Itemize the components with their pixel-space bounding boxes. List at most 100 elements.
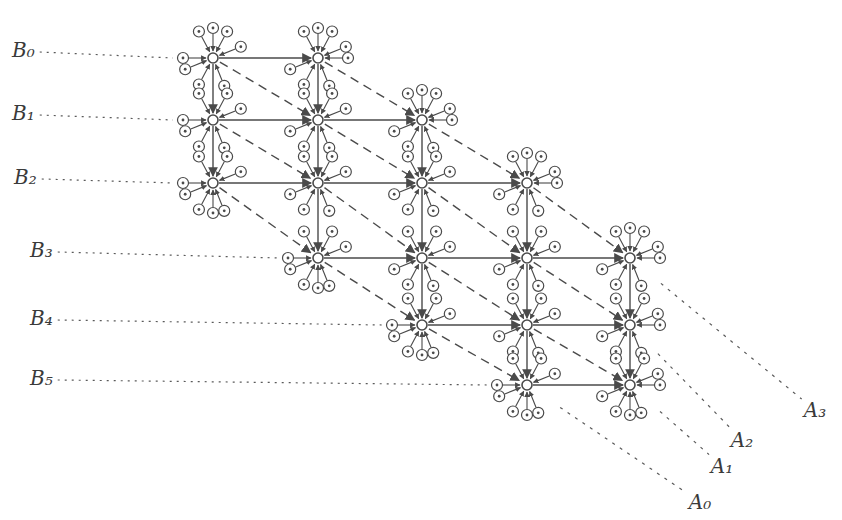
spoke-arrow xyxy=(321,237,329,252)
loop-dot xyxy=(407,145,410,148)
loop-circle xyxy=(193,151,204,162)
lattice-point xyxy=(625,380,635,390)
loop-dot xyxy=(512,283,515,286)
loop-circle xyxy=(610,279,621,290)
spoke-arrow xyxy=(191,186,207,192)
spoke-arrow xyxy=(411,189,419,204)
loop-circle xyxy=(507,353,518,364)
spoke-arrow xyxy=(608,328,624,334)
loop-dot xyxy=(512,155,515,158)
spoke-arrow xyxy=(425,237,433,252)
loop-dot xyxy=(659,257,662,260)
loop-dot xyxy=(512,297,515,300)
dotted-leader xyxy=(58,380,487,385)
spoke-arrow xyxy=(619,331,627,346)
loop-circle xyxy=(639,226,650,237)
spoke-arrow xyxy=(202,99,210,114)
vertical-arrow xyxy=(421,126,422,176)
loop-circle xyxy=(298,204,309,215)
loop-circle xyxy=(324,205,335,216)
spoke-arrow xyxy=(296,61,312,67)
spoke-arrow xyxy=(317,265,318,282)
horizontal-arrow xyxy=(533,384,623,385)
loop-dot xyxy=(289,193,292,196)
loop-dot xyxy=(212,27,215,30)
loop-circle xyxy=(235,103,246,114)
leader-lines xyxy=(40,52,802,492)
lattice-points xyxy=(208,53,635,390)
horizontal-arrow xyxy=(428,324,520,325)
loop-circle xyxy=(428,205,439,216)
vertical-arrow xyxy=(421,264,422,318)
loop-circle xyxy=(428,280,439,291)
loop-circle xyxy=(340,103,351,114)
spoke-arrow xyxy=(619,237,627,252)
loop-circle xyxy=(507,279,518,290)
spoke-arrow xyxy=(219,49,235,55)
lattice-point xyxy=(522,253,532,263)
loop-circle xyxy=(533,407,544,418)
loop-dot xyxy=(303,83,306,86)
loop-dot xyxy=(537,209,540,212)
diagonal-arrow xyxy=(325,262,415,320)
loop-circle xyxy=(610,226,621,237)
spoke-arrow xyxy=(400,123,416,129)
loop-circle xyxy=(340,241,351,252)
spoke-arrow xyxy=(636,249,652,255)
lattice-point xyxy=(208,115,218,125)
loop-circle xyxy=(313,23,324,34)
spoke-arrow xyxy=(294,257,311,258)
loop-dot xyxy=(448,245,451,248)
loop-dot xyxy=(289,68,292,71)
spoke-arrow xyxy=(619,304,627,319)
loop-circle xyxy=(327,151,338,162)
lattice-point xyxy=(313,115,323,125)
loop-dot xyxy=(496,384,499,387)
loop-circle xyxy=(625,410,636,421)
dotted-leader xyxy=(58,320,382,325)
loop-dot xyxy=(239,170,242,173)
spoke-arrow xyxy=(307,99,315,114)
loop-dot xyxy=(328,84,331,87)
spoke-arrow xyxy=(398,324,415,325)
loop-circle xyxy=(180,126,191,137)
spoke-arrow xyxy=(189,119,206,120)
spoke-arrow xyxy=(202,64,210,79)
loop-dot xyxy=(659,324,662,327)
spoke-arrow xyxy=(400,261,416,267)
spoke-arrow xyxy=(636,376,652,382)
vertical-arrow xyxy=(317,189,318,251)
loop-circle xyxy=(402,346,413,357)
loop-circle xyxy=(219,205,230,216)
spoke-arrow xyxy=(505,261,521,267)
loop-dot xyxy=(303,92,306,95)
loop-dot xyxy=(615,230,618,233)
spoke-arrow xyxy=(296,186,312,192)
diagonal-label: A₁ xyxy=(711,455,733,477)
lattice-point xyxy=(313,253,323,263)
loop-dot xyxy=(435,155,438,158)
loop-circle xyxy=(285,64,296,75)
loop-dot xyxy=(537,411,540,414)
spoke-arrow xyxy=(530,162,538,177)
diagonal-arrow xyxy=(429,329,519,381)
loop-dot xyxy=(451,119,454,122)
loop-circle xyxy=(597,391,608,402)
loop-dot xyxy=(512,208,515,211)
spoke-arrow xyxy=(296,261,312,267)
loop-dot xyxy=(407,283,410,286)
loop-dot xyxy=(448,170,451,173)
loop-dot xyxy=(182,119,185,122)
spoke-arrow xyxy=(637,257,654,258)
horizontal-arrow xyxy=(219,182,311,183)
loop-dot xyxy=(212,212,215,215)
lattice-point xyxy=(522,380,532,390)
horizontal-arrow xyxy=(324,257,415,258)
loop-dot xyxy=(331,92,334,95)
spoke-arrow xyxy=(411,331,419,346)
vertical-arrow xyxy=(421,189,422,251)
spoke-arrow xyxy=(191,61,207,67)
spoke-arrow xyxy=(307,189,315,204)
loop-circle xyxy=(610,353,621,364)
loop-dot xyxy=(182,57,185,60)
